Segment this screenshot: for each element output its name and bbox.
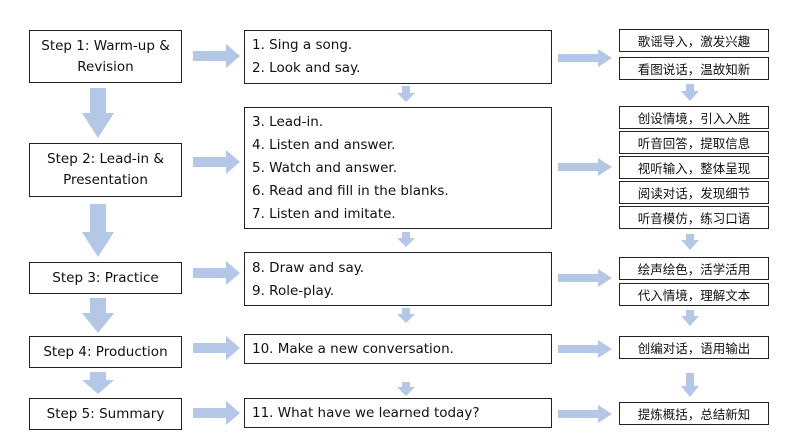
- purpose-text: 绘声绘色，活学活用: [637, 262, 751, 277]
- step-box-1: Step 1: Warm-up & Revision: [29, 30, 182, 83]
- arrow-down-purpose-3-4: [681, 310, 699, 326]
- step-1-line-1: Step 1: Warm-up &: [41, 37, 170, 54]
- arrow-down-step-4-5: [82, 372, 114, 394]
- activity-box-1: 1. Sing a song. 2. Look and say.: [244, 30, 552, 84]
- purpose-text: 歌谣导入，激发兴趣: [637, 34, 751, 49]
- step-box-4: Step 4: Production: [29, 336, 182, 368]
- purpose-text: 听音模仿，练习口语: [637, 211, 751, 226]
- purpose-text: 听音回答，提取信息: [637, 136, 751, 151]
- step-box-2: Step 2: Lead-in & Presentation: [29, 143, 182, 197]
- activity-item: 9. Role-play.: [252, 283, 335, 299]
- arrow-right-activity-3: [558, 269, 612, 287]
- purpose-box: 歌谣导入，激发兴趣: [619, 29, 769, 52]
- purpose-box: 提炼概括，总结新知: [619, 402, 769, 425]
- purpose-box: 听音回答，提取信息: [619, 131, 769, 154]
- arrow-right-activity-2: [558, 158, 612, 176]
- step-box-5: Step 5: Summary: [29, 398, 182, 430]
- arrow-down-activity-3-4: [397, 308, 415, 323]
- purpose-box: 代入情境，理解文本: [619, 283, 769, 306]
- arrow-right-activity-4: [558, 340, 612, 358]
- arrow-right-activity-5: [558, 405, 612, 423]
- activity-item: 4. Listen and answer.: [252, 137, 396, 153]
- arrow-down-step-1-2: [82, 88, 114, 138]
- purpose-text: 创编对话，语用输出: [637, 341, 751, 356]
- purpose-text: 代入情境，理解文本: [637, 288, 751, 303]
- activity-box-4: 10. Make a new conversation.: [244, 334, 552, 364]
- activity-item: 10. Make a new conversation.: [252, 341, 454, 357]
- purpose-box: 阅读对话，发现细节: [619, 181, 769, 204]
- step-box-3: Step 3: Practice: [29, 262, 182, 294]
- step-5-line-1: Step 5: Summary: [46, 405, 165, 422]
- arrow-right-step-3: [193, 261, 240, 285]
- arrow-down-activity-4-5: [397, 382, 415, 396]
- activity-item: 7. Listen and imitate.: [252, 206, 396, 222]
- activity-box-3: 8. Draw and say. 9. Role-play.: [244, 252, 552, 306]
- activity-item: 1. Sing a song.: [252, 37, 353, 53]
- activity-item: 11. What have we learned today?: [252, 405, 480, 421]
- arrow-down-step-3-4: [82, 298, 114, 333]
- activity-item: 8. Draw and say.: [252, 260, 365, 276]
- step-3-line-1: Step 3: Practice: [52, 269, 159, 286]
- arrow-right-step-1: [193, 44, 240, 68]
- purpose-box: 听音模仿，练习口语: [619, 206, 769, 229]
- purpose-box: 绘声绘色，活学活用: [619, 257, 769, 280]
- arrow-down-purpose-4-5: [681, 373, 699, 397]
- activity-item: 2. Look and say.: [252, 60, 361, 76]
- arrow-down-activity-1-2: [397, 86, 415, 102]
- activity-item: 6. Read and fill in the blanks.: [252, 183, 449, 199]
- purpose-box: 看图说话，温故知新: [619, 57, 769, 80]
- arrow-right-activity-1: [558, 49, 612, 67]
- arrow-right-step-2: [193, 150, 240, 174]
- purpose-box: 视听输入，整体呈现: [619, 156, 769, 179]
- activity-box-2: 3. Lead-in. 4. Listen and answer. 5. Wat…: [244, 107, 552, 229]
- arrow-down-activity-2-3: [397, 232, 415, 247]
- purpose-box: 创编对话，语用输出: [619, 336, 769, 359]
- activity-box-5: 11. What have we learned today?: [244, 398, 552, 428]
- arrow-down-step-2-3: [82, 204, 114, 257]
- activity-item: 5. Watch and answer.: [252, 160, 397, 176]
- step-2-line-2: Presentation: [63, 172, 148, 188]
- purpose-text: 创设情境，引入入胜: [637, 111, 751, 126]
- purpose-text: 看图说话，温故知新: [637, 62, 751, 77]
- arrow-down-purpose-1-2: [681, 84, 699, 101]
- purpose-text: 阅读对话，发现细节: [637, 186, 751, 201]
- purpose-box: 创设情境，引入入胜: [619, 106, 769, 129]
- activity-item: 3. Lead-in.: [252, 114, 324, 130]
- step-1-line-2: Revision: [77, 58, 134, 75]
- arrow-right-step-5: [193, 401, 240, 425]
- step-4-line-1: Step 4: Production: [43, 343, 168, 360]
- purpose-text: 视听输入，整体呈现: [637, 161, 751, 176]
- purpose-text: 提炼概括，总结新知: [637, 407, 751, 422]
- step-2-line-1: Step 2: Lead-in &: [47, 151, 164, 167]
- arrow-right-step-4: [193, 336, 240, 360]
- arrow-down-purpose-2-3: [681, 234, 699, 250]
